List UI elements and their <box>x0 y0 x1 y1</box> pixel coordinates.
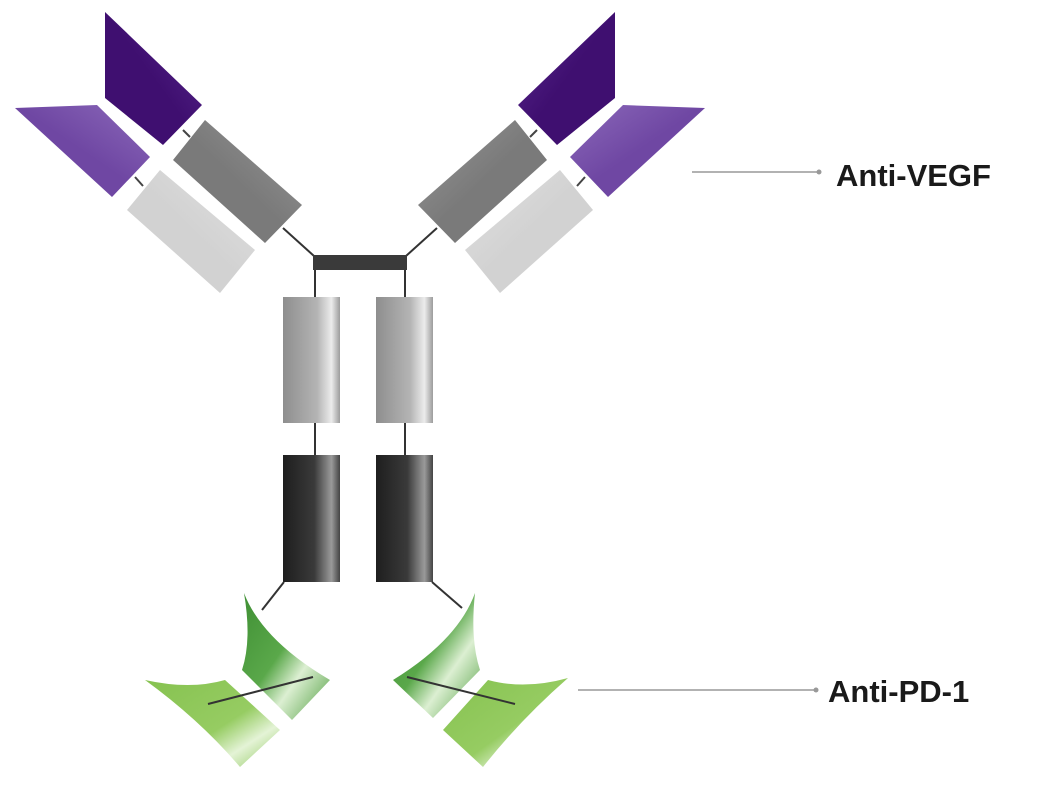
right-vh-domain <box>518 12 615 145</box>
left-fab-arm <box>15 12 315 293</box>
right-anti-pd1-scfv <box>393 593 568 767</box>
left-vl-domain <box>15 105 150 197</box>
left-hinge <box>282 227 315 257</box>
right-hinge <box>405 227 438 257</box>
left-cl-domain <box>127 170 255 293</box>
right-ch3-domain <box>376 455 433 582</box>
left-vh-domain <box>105 12 202 145</box>
right-fab-arm <box>405 12 705 293</box>
right-ch1-domain <box>418 120 547 243</box>
left-ch3-domain <box>283 455 340 582</box>
left-ch2-domain <box>283 297 340 423</box>
right-cl-domain <box>465 170 593 293</box>
hinge-bar <box>313 255 407 270</box>
left-anti-pd1-scfv <box>145 593 330 767</box>
left-ch1-domain <box>173 120 302 243</box>
anti-pd1-label: Anti-PD-1 <box>828 674 970 709</box>
right-vl-domain <box>570 105 705 197</box>
anti-vegf-label: Anti-VEGF <box>836 158 991 193</box>
right-ch2-domain <box>376 297 433 423</box>
